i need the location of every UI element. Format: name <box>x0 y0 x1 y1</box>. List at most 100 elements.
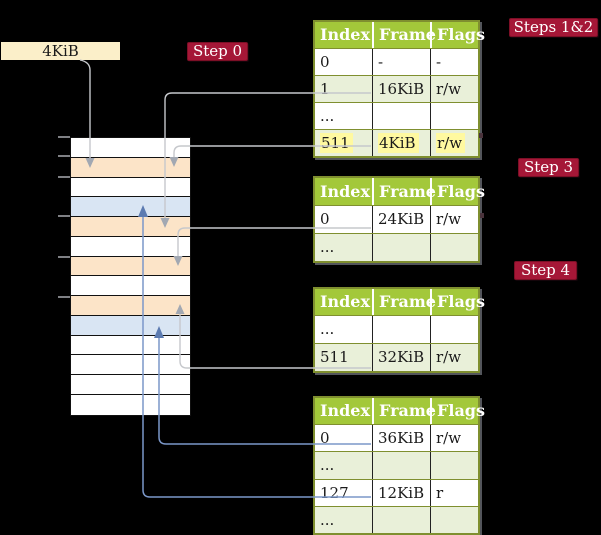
table-cell: 1 <box>320 80 330 98</box>
memory-frame-row-wheat <box>71 217 190 237</box>
table-cell <box>430 452 478 479</box>
table-cell: - <box>430 49 478 75</box>
physical-memory-column <box>70 137 191 416</box>
frame-address-box: 4KiB <box>1 42 120 60</box>
table-cell: ... <box>320 320 335 338</box>
column-header-index: Index <box>320 292 371 311</box>
connector-stub <box>479 133 483 138</box>
memory-tick <box>58 155 70 157</box>
column-header-index: Index <box>320 182 371 201</box>
column-header-flags: Flags <box>430 22 485 48</box>
step-label-1-2: Steps 1&2 <box>509 18 598 37</box>
table-cell: - <box>372 49 430 75</box>
highlighted-value: 511 <box>320 133 353 153</box>
column-header-flags: Flags <box>430 178 485 205</box>
column-header-index: Index <box>320 401 371 420</box>
step-label-0: Step 0 <box>187 42 248 61</box>
table-cell: 12KiB <box>372 479 430 506</box>
memory-frame-row-white <box>71 355 190 375</box>
table-cell: 0 <box>320 429 330 447</box>
highlighted-value: 4KiB <box>378 133 419 153</box>
table-cell <box>430 506 478 533</box>
memory-tick <box>58 136 70 138</box>
memory-frame-row-blue <box>71 197 190 217</box>
table-cell: 36KiB <box>372 425 430 452</box>
table-row: ... <box>315 315 478 343</box>
step-label-3: Step 3 <box>518 158 579 177</box>
table-cell: r/w <box>430 130 478 156</box>
memory-frame-row-white <box>71 236 190 257</box>
table-row: ... <box>315 451 478 479</box>
table-cell: r <box>430 479 478 506</box>
table-row: ... <box>315 505 478 533</box>
step-label-4: Step 4 <box>514 261 577 280</box>
column-header-frame: Frame <box>372 178 436 205</box>
memory-frame-row-white <box>71 375 190 395</box>
table-cell: 4KiB <box>372 130 430 156</box>
table-cell: r/w <box>430 425 478 452</box>
table-cell: 511 <box>315 130 372 156</box>
table-cell <box>372 506 430 533</box>
memory-frame-row-white <box>71 177 190 198</box>
memory-frame-row-wheat <box>71 256 190 277</box>
column-header-frame: Frame <box>372 398 436 424</box>
table-cell: ... <box>320 510 335 529</box>
table-cell: r/w <box>430 344 478 371</box>
memory-tick <box>58 256 70 258</box>
table-cell <box>372 103 430 129</box>
column-header-flags: Flags <box>430 398 485 424</box>
table-cell: 0 <box>320 53 330 71</box>
table-row: 511 4KiB r/w <box>315 129 478 156</box>
memory-frame-row-white <box>71 335 190 356</box>
table-cell: 16KiB <box>372 76 430 102</box>
memory-tick <box>58 176 70 178</box>
highlighted-value: r/w <box>436 133 466 153</box>
table-cell <box>430 234 478 261</box>
table-cell <box>430 103 478 129</box>
table-cell: 511 <box>320 348 349 366</box>
table-cell: 32KiB <box>372 344 430 371</box>
memory-tick <box>58 215 70 217</box>
memory-frame-row-white <box>71 138 190 158</box>
table-cell: 24KiB <box>372 206 430 233</box>
frame-address-label: 4KiB <box>42 42 79 60</box>
column-header-frame: Frame <box>372 289 436 315</box>
table-cell <box>430 316 478 343</box>
table-cell: ... <box>320 456 335 475</box>
memory-frame-row-white <box>71 276 190 296</box>
connector-stub <box>480 213 484 218</box>
memory-frame-row-wheat <box>71 296 190 316</box>
table-cell <box>372 316 430 343</box>
table-cell: 0 <box>320 210 330 228</box>
table-row: ... <box>315 102 478 129</box>
table-cell: 127 <box>320 483 349 502</box>
column-header-flags: Flags <box>430 289 485 315</box>
table-cell: ... <box>320 238 335 256</box>
table-cell: r/w <box>430 76 478 102</box>
table-cell: ... <box>320 107 335 125</box>
table-cell <box>372 234 430 261</box>
column-header-index: Index <box>320 25 371 44</box>
memory-frame-row-wheat <box>71 157 190 178</box>
memory-tick <box>58 296 70 298</box>
column-header-frame: Frame <box>372 22 436 48</box>
table-cell <box>372 452 430 479</box>
table-row: 0 -- <box>315 48 478 75</box>
memory-frame-row-white <box>71 394 190 415</box>
table-row: ... <box>315 233 478 261</box>
table-cell: r/w <box>430 206 478 233</box>
